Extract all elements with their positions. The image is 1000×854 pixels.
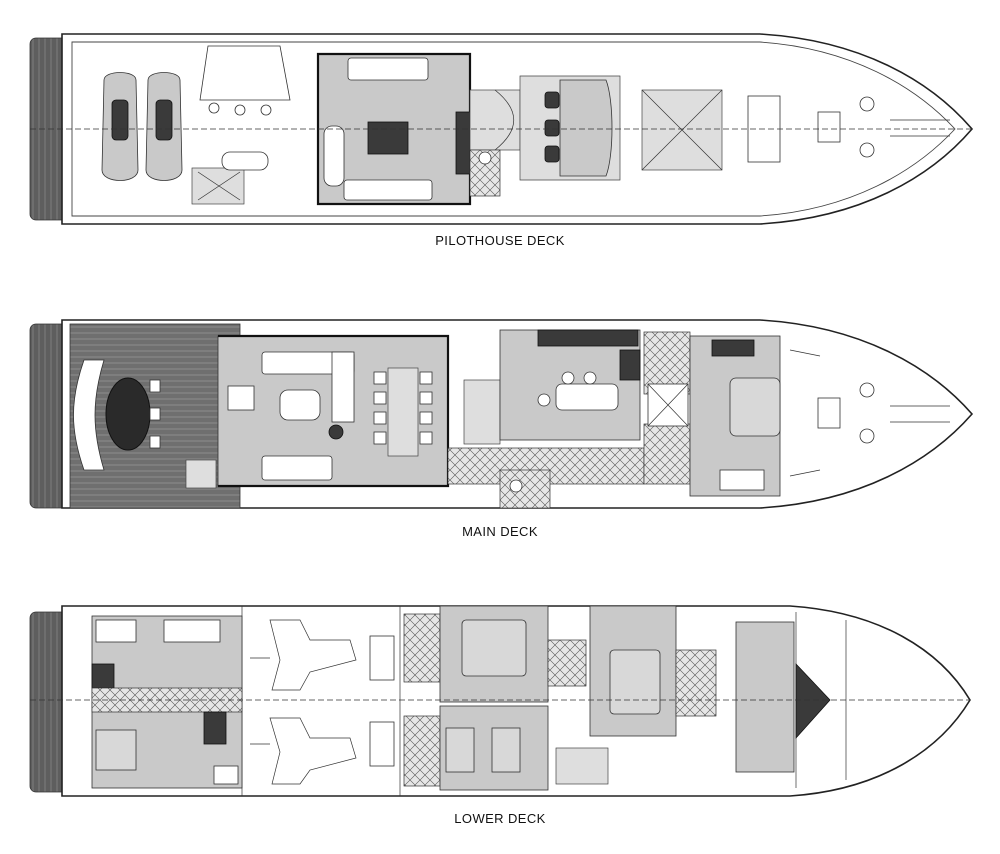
dining-table [387, 367, 419, 457]
sundeck-bar [199, 45, 291, 101]
jet-ski-2 [145, 72, 183, 181]
inner-bulwark [71, 41, 956, 217]
fwd-head [675, 649, 717, 717]
vip-head-stbd [403, 715, 441, 787]
lower-head [547, 639, 587, 687]
deck-label-pilothouse: PILOTHOUSE DECK [435, 233, 565, 248]
vip-head-port [403, 613, 441, 683]
guest-head [499, 469, 551, 509]
jet-ski-1 [101, 72, 139, 181]
fwd-cabin [735, 621, 795, 773]
stairs-port [185, 459, 217, 489]
staircase [463, 379, 501, 445]
main-deck-plan [29, 319, 974, 509]
lower-deck-plan [29, 605, 971, 797]
spiral-stair [469, 89, 521, 151]
lower-stair [555, 747, 609, 785]
deck-label-lower: LOWER DECK [454, 811, 546, 826]
aft-sofa [73, 359, 105, 471]
master-head-stbd [643, 423, 691, 485]
engine-room [250, 619, 357, 785]
master-bed [729, 377, 781, 437]
salon-coffee-table [279, 389, 321, 421]
aft-dining-table [105, 377, 151, 451]
pilothouse-deck-plan [29, 33, 974, 225]
deck-label-main: MAIN DECK [462, 524, 538, 539]
coffee-table [367, 121, 409, 155]
